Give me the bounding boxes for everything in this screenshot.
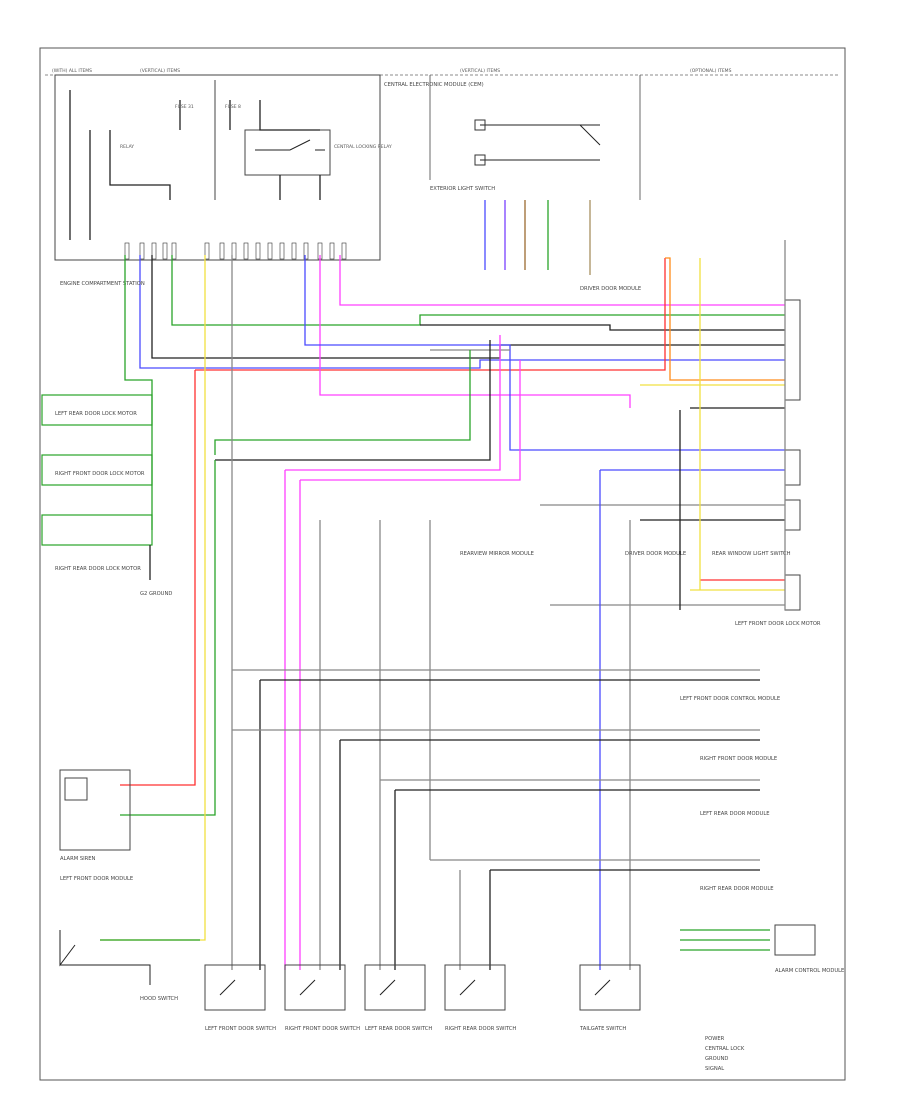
bottom-switch-label-1: LEFT FRONT DOOR SWITCH [205, 1026, 276, 1032]
relay-label-3: FUSE 8 [225, 104, 241, 110]
left-module-box [59, 769, 131, 851]
wire-black-2 [151, 255, 785, 359]
left-component-1: ENGINE COMPARTMENT STATION [60, 281, 145, 287]
wire-red-long [195, 258, 666, 371]
top-bar-label-1: (WITH) ALL ITEMS [52, 68, 92, 74]
legend-1: POWER [705, 1036, 725, 1042]
legend-3: GROUND [705, 1056, 728, 1062]
wire-pink-top [339, 255, 785, 306]
wire-green-2 [214, 350, 471, 455]
top-connector-label-2: DRIVER DOOR MODULE [580, 286, 641, 292]
wire-black-1 [420, 324, 785, 331]
bottom-left-label-1: LEFT FRONT DOOR MODULE [60, 876, 133, 882]
left-lock-motor-2 [41, 454, 153, 486]
top-bar-label-2: (VERTICAL) ITEMS [140, 68, 180, 74]
note-4: RIGHT REAR DOOR MODULE [700, 886, 774, 892]
relay-box [244, 129, 331, 176]
wire-pink-4 [300, 360, 521, 481]
right-connector-label-1: REAR WINDOW LIGHT SWITCH [712, 551, 791, 557]
wire-pink-3 [285, 335, 501, 471]
left-lock-motor-1 [41, 394, 153, 426]
bottom-right-box-label: ALARM CONTROL MODULE [775, 968, 844, 974]
relay-label-1: RELAY [120, 144, 134, 150]
right-connector-label-3: DRIVER DOOR MODULE [625, 551, 686, 557]
relay-label-2: FUSE 31 [175, 104, 194, 110]
wire-orange [665, 257, 785, 381]
bottom-switch-label-3: LEFT REAR DOOR SWITCH [365, 1026, 432, 1032]
top-bar-label-3: (VERTICAL) ITEMS [460, 68, 500, 74]
top-center-switch-box [429, 75, 641, 200]
hood-switch [59, 930, 151, 985]
wire-green-top [171, 255, 785, 326]
diagram-frame [39, 47, 846, 1081]
bottom-switch-boxes [204, 964, 641, 1011]
note-2: RIGHT FRONT DOOR MODULE [700, 756, 777, 762]
right-connector-block-4 [784, 574, 801, 611]
note-3: LEFT REAR DOOR MODULE [700, 811, 770, 817]
trunk-green [120, 460, 216, 816]
left-component-2: LEFT REAR DOOR LOCK MOTOR [55, 411, 137, 417]
right-connector-block-3 [784, 499, 801, 531]
bottom-left-label-2: ALARM SIREN [60, 856, 96, 862]
right-connector-block-1 [784, 299, 801, 401]
legend-4: SIGNAL [705, 1066, 724, 1072]
relay-label-4: CENTRAL LOCKING RELAY [334, 144, 392, 150]
bottom-switch-label-5: TAILGATE SWITCH [579, 1026, 626, 1032]
wire-blue-1 [139, 255, 785, 369]
relay-switch [255, 139, 325, 151]
module-connector-pins [124, 242, 347, 260]
center-note: REARVIEW MIRROR MODULE [460, 551, 534, 557]
bottom-left-label-3: HOOD SWITCH [140, 996, 178, 1002]
right-connector-block-2 [784, 449, 801, 486]
bottom-switch-label-2: RIGHT FRONT DOOR SWITCH [285, 1026, 360, 1032]
relay-internal-wiring [69, 90, 321, 240]
note-1: LEFT FRONT DOOR CONTROL MODULE [680, 696, 780, 702]
legend-green-wires [680, 929, 770, 951]
legend-2: CENTRAL LOCK [705, 1046, 745, 1052]
left-lock-motor-3 [41, 514, 153, 546]
top-bar-label-4: (OPTIONAL) ITEMS [690, 68, 732, 74]
trunk-red [120, 370, 196, 786]
top-connector-label-1: EXTERIOR LIGHT SWITCH [430, 186, 495, 192]
left-component-3: RIGHT FRONT DOOR LOCK MOTOR [55, 471, 145, 477]
left-module-inner [64, 777, 88, 801]
main-module-box [54, 74, 381, 261]
right-connector-label-2: LEFT FRONT DOOR LOCK MOTOR [735, 621, 821, 627]
left-green-harness [124, 255, 153, 530]
main-module-label: CENTRAL ELECTRONIC MODULE (CEM) [384, 82, 484, 88]
wire-black-4 [215, 340, 491, 461]
left-component-5: G2 GROUND [140, 591, 172, 597]
bottom-switch-label-4: RIGHT REAR DOOR SWITCH [445, 1026, 516, 1032]
wire-pink-2 [319, 255, 631, 408]
alarm-control-module-box [774, 924, 816, 956]
wire-blue-2 [304, 255, 785, 451]
left-component-4: RIGHT REAR DOOR LOCK MOTOR [55, 566, 141, 572]
